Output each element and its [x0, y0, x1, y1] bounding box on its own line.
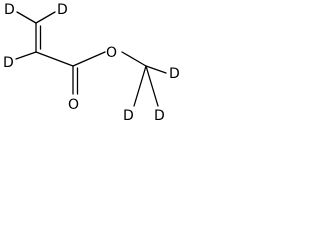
bond-c2-c3 [35, 51, 74, 67]
atom-o-ester: O [106, 45, 117, 61]
bond-o-ester-methyl [121, 51, 147, 67]
atom-d-alpha: D [3, 55, 14, 71]
bond-c1-d-top-left [16, 11, 37, 24]
atom-d-methyl-bottom-left: D [123, 108, 134, 124]
bond-methyl-d-bottom-left [133, 65, 147, 107]
molecule-structure: D D D O O D D D [3, 2, 180, 124]
atom-d-top-right: D [57, 2, 68, 18]
atom-d-methyl-right: D [169, 66, 180, 82]
bond-methyl-d-bottom-right [145, 65, 159, 107]
bonds [15, 11, 167, 107]
atom-d-top-left: D [4, 2, 15, 18]
bond-c2-d-alpha [15, 51, 37, 60]
atom-d-methyl-bottom-right: D [154, 108, 165, 124]
atom-labels: D D D O O D D D [3, 2, 180, 124]
bond-methyl-d-right [145, 65, 167, 74]
atom-o-carbonyl: O [68, 97, 79, 113]
bond-c3-o-ester [72, 51, 106, 67]
bond-c1-d-top-right [35, 11, 56, 24]
